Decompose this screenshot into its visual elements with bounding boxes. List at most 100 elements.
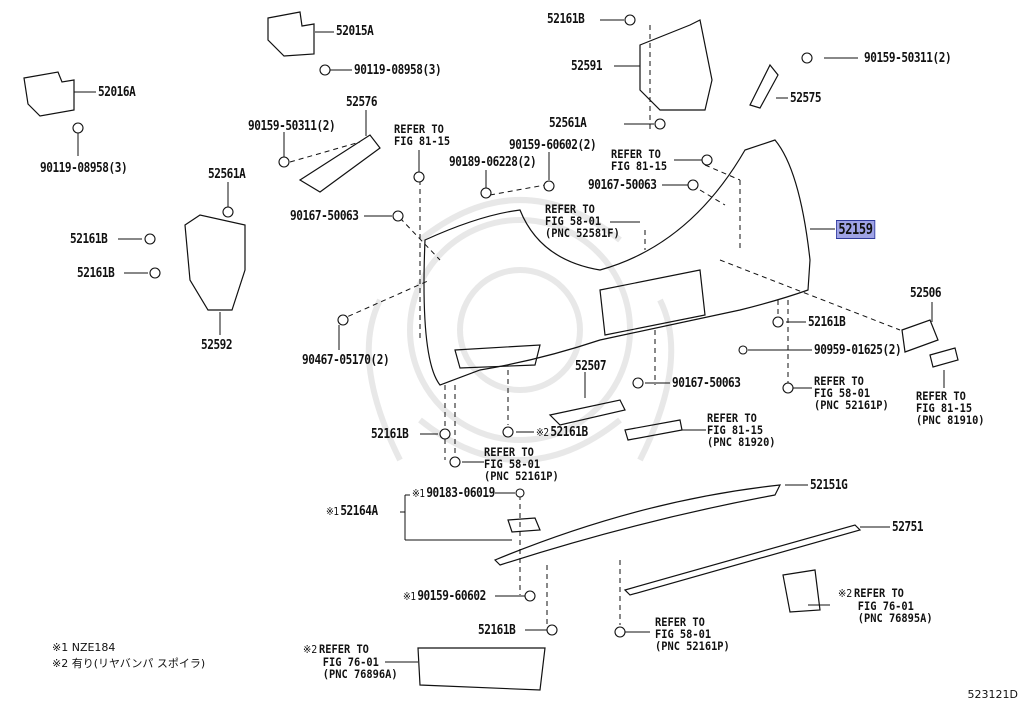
part-52506[interactable]: 52506 [910,286,942,301]
part-90167-50063-top[interactable]: 90167-50063 [588,178,657,193]
nut-icon [515,488,525,498]
part-90159-50311-left[interactable]: 90159-50311(2) [248,119,336,134]
refer-line: REFER TO [707,411,757,425]
refer-fig-81-15-a[interactable]: REFER TO FIG 81-15 [394,123,450,147]
clip-icon [772,316,784,328]
bracket-52164A [507,517,541,533]
clip-icon [502,426,514,438]
spoiler-76896A [417,647,546,691]
part-52576[interactable]: 52576 [346,95,378,110]
screw-icon [701,154,713,166]
part-90167-50063-left[interactable]: 90167-50063 [290,209,359,224]
part-90959-01625[interactable]: 90959-01625(2) [814,343,902,358]
part-90159-50311-right[interactable]: 90159-50311(2) [864,51,952,66]
screw-icon [392,210,404,222]
part-52016A[interactable]: 52016A [98,85,136,100]
part-90189-06228[interactable]: 90189-06228(2) [449,155,537,170]
refer-fig-81-15-81920[interactable]: REFER TO FIG 81-15 (PNC 81920) [707,412,776,448]
note-mark: ※2 [303,643,318,656]
part-90119-08958-left[interactable]: 90119-08958(3) [40,161,128,176]
part-52161B-mid-left[interactable]: 52161B [371,427,409,442]
clip-icon [624,14,636,26]
part-52161B-left-2[interactable]: 52161B [77,266,115,281]
refer-line: (PNC 52581F) [545,226,620,240]
clip-icon [144,233,156,245]
refer-line: FIG 81-15 [707,423,764,437]
part-52592[interactable]: 52592 [201,338,233,353]
refer-text: REFER TO [854,586,904,600]
clip-icon [614,626,626,638]
part-52161B-left-1[interactable]: 52161B [70,232,108,247]
bracket-52015A [267,11,315,57]
clip-icon [149,267,161,279]
part-number: 90183-06019 [426,486,495,501]
reflector-52506 [901,319,939,353]
clip-icon [439,428,451,440]
note-text: NZE184 [71,641,116,654]
part-52507[interactable]: 52507 [575,359,607,374]
part-90167-50063-mid[interactable]: 90167-50063 [672,376,741,391]
refer-line: FIG 58-01 [814,386,871,400]
screw-icon [278,156,290,168]
part-52751[interactable]: 52751 [892,520,924,535]
part-52161B-bottom[interactable]: 52161B [478,623,516,638]
refer-line: FIG 76-01 [322,655,379,669]
refer-fig-58-01-52581F[interactable]: REFER TO FIG 58-01 (PNC 52581F) [545,203,620,239]
part-90159-60602-2[interactable]: 90159-60602(2) [509,138,597,153]
part-90467-05170[interactable]: 90467-05170(2) [302,353,390,368]
refer-fig-58-01-right[interactable]: REFER TO FIG 58-01 (PNC 52161P) [814,375,889,411]
note-mark: ※1 [326,505,339,518]
screw-icon [632,377,644,389]
note-mark: ※2 [838,587,853,600]
part-52561A-left[interactable]: 52561A [208,167,246,182]
watermark-emblem [365,197,675,463]
refer-fig-81-15-81910[interactable]: REFER TO FIG 81-15 (PNC 81910) [916,390,985,426]
refer-line: REFER TO [655,615,705,629]
refer-line: REFER TO [484,445,534,459]
part-52015A[interactable]: 52015A [336,24,374,39]
part-52159-highlighted[interactable]: 52159 [836,220,875,239]
screw-icon [801,52,813,64]
part-number: 90159-60602 [417,589,486,604]
refer-fig-58-01-bottom[interactable]: REFER TO FIG 58-01 (PNC 52161P) [655,616,730,652]
bolt-icon [72,122,84,134]
note-mark: ※1 [52,641,69,654]
refer-line: (PNC 81910) [916,413,985,427]
refer-line: (PNC 52161P) [484,469,559,483]
refer-line: REFER TO [611,147,661,161]
part-52161B-right[interactable]: 52161B [808,315,846,330]
bumper-cover-52159 [423,139,811,386]
refer-line: FIG 81-15 [394,134,451,148]
note-mark: ※1 [403,590,416,603]
part-52561A-top[interactable]: 52561A [549,116,587,131]
refer-line: FIG 58-01 [484,457,541,471]
part-52591[interactable]: 52591 [571,59,603,74]
refer-line: (PNC 81920) [707,435,776,449]
refer-line: (PNC 76895A) [857,611,933,625]
part-90119-08958-top[interactable]: 90119-08958(3) [354,63,442,78]
refer-line: FIG 76-01 [857,599,914,613]
refer-fig-58-01-mid[interactable]: REFER TO FIG 58-01 (PNC 52161P) [484,446,559,482]
clip-icon [449,456,461,468]
part-52575[interactable]: 52575 [790,91,822,106]
part-52151G[interactable]: 52151G [810,478,848,493]
refer-line: FIG 58-01 [545,214,602,228]
liner-52592 [184,214,246,311]
part-number: 52161B [550,425,588,440]
bracket-52016A [23,71,75,117]
moulding-52751 [623,524,862,596]
refer-line: (PNC 52161P) [814,398,889,412]
diffuser-52151G [493,484,782,566]
part-52161B-top[interactable]: 52161B [547,12,585,27]
bolt-icon [319,64,331,76]
part-number: 52164A [340,504,378,519]
reflector-52507 [548,399,626,426]
refer-fig-81-15-b[interactable]: REFER TO FIG 81-15 [611,148,667,172]
